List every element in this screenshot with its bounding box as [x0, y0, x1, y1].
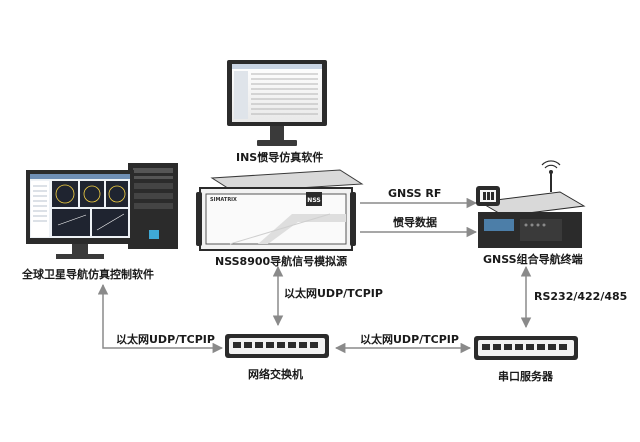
ins-data-edge-label: 惯导数据: [393, 216, 437, 229]
switch-label: 网络交换机: [248, 368, 303, 381]
serial-server-icon: [474, 336, 578, 360]
gnss-terminal-icon: [476, 160, 586, 248]
sim-switch-edge-label: 以太网UDP/TCPIP: [284, 287, 383, 300]
switch-serial-edge-label: 以太网UDP/TCPIP: [360, 333, 459, 346]
connectors: [97, 197, 532, 354]
pc-switch-edge-label: 以太网UDP/TCPIP: [116, 333, 215, 346]
serial-server-label: 串口服务器: [498, 370, 553, 383]
ins-monitor-icon: [227, 60, 327, 146]
gnss-terminal-label: GNSS组合导航终端: [483, 253, 583, 266]
simulator-label: NSS8900导航信号模拟源: [215, 255, 348, 268]
serial-terminal-edge-label: RS232/422/485: [534, 290, 628, 303]
pc-switch-line: [97, 283, 224, 354]
simulator-device-icon: NSS SIMATRIX: [196, 169, 364, 251]
control-software-label: 全球卫星导航仿真控制软件: [22, 268, 154, 281]
ins-software-label: INS惯导仿真软件: [236, 151, 324, 164]
network-switch-icon: [225, 334, 329, 358]
simulator-badge: NSS: [307, 197, 320, 204]
gnss-rf-edge-label: GNSS RF: [388, 187, 442, 200]
simulator-brand: SIMATRIX: [210, 197, 237, 203]
control-pc-icon: [26, 163, 178, 259]
